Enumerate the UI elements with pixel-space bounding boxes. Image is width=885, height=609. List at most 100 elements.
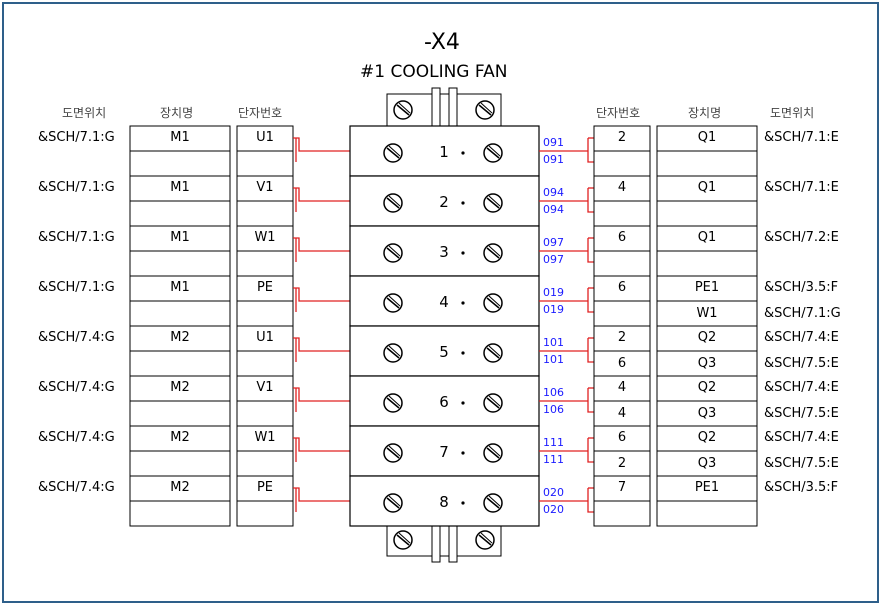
left-terminal-cell-empty bbox=[236, 200, 294, 227]
right-device-label: W1 bbox=[696, 306, 718, 321]
terminal-screw-left-slot2 bbox=[388, 345, 401, 357]
terminal-screw-right-slot bbox=[486, 147, 500, 159]
left-device-label: M1 bbox=[170, 280, 190, 295]
right-device-label: Q1 bbox=[697, 230, 717, 245]
left-device-cell bbox=[129, 375, 231, 402]
terminal-screw-right-slot bbox=[486, 247, 500, 259]
terminal-screw-right-slot2 bbox=[488, 345, 501, 357]
wire-number-top: 097 bbox=[543, 236, 564, 249]
left-wire bbox=[293, 237, 350, 252]
left-wire bbox=[293, 487, 350, 502]
wire-number-bottom: 106 bbox=[543, 403, 564, 416]
top-end-plate-screw-left-slot2 bbox=[398, 102, 411, 114]
right-terminal-label: 2 bbox=[617, 330, 627, 345]
left-terminal-cell bbox=[236, 425, 294, 452]
right-terminal-label: 6 bbox=[617, 280, 627, 295]
terminal-block bbox=[349, 225, 540, 277]
right-device-cell bbox=[656, 475, 758, 502]
right-device-label: Q1 bbox=[697, 180, 717, 195]
left-device-label: M2 bbox=[170, 480, 190, 495]
right-device-label: Q3 bbox=[697, 456, 717, 471]
left-wire bbox=[293, 187, 350, 202]
wire-number-bottom: 020 bbox=[543, 503, 564, 516]
left-device-label: M2 bbox=[170, 330, 190, 345]
terminal-block bbox=[349, 175, 540, 227]
terminal-number: 6 bbox=[439, 393, 449, 411]
left-terminal-label: PE bbox=[256, 280, 274, 295]
left-terminal-cell-empty bbox=[236, 150, 294, 177]
right-location-label: &SCH/7.5:E bbox=[764, 456, 839, 471]
left-device-label: M2 bbox=[170, 430, 190, 445]
bottom-end-plate-screw-right-slot bbox=[478, 534, 492, 546]
left-location-label: &SCH/7.1:G bbox=[38, 280, 115, 295]
right-terminal-cell-lower bbox=[593, 150, 651, 177]
top-end-plate-screw-right-slot2 bbox=[480, 102, 493, 114]
header-left-location: 도면위치 bbox=[62, 106, 107, 120]
left-device-cell bbox=[129, 325, 231, 352]
left-wire bbox=[293, 137, 350, 152]
right-location-label: &SCH/7.4:E bbox=[764, 380, 839, 395]
right-terminal-label: 6 bbox=[617, 356, 627, 371]
header-right-device: 장치명 bbox=[688, 106, 722, 120]
right-wire-bracket bbox=[587, 388, 594, 413]
right-terminal-label: 2 bbox=[617, 130, 627, 145]
right-location-label: &SCH/3.5:F bbox=[764, 280, 839, 295]
right-terminal-cell bbox=[593, 475, 651, 502]
right-device-label: Q2 bbox=[697, 430, 717, 445]
left-location-label: &SCH/7.4:G bbox=[38, 330, 115, 345]
terminal-block bbox=[349, 475, 540, 527]
right-terminal-cell-lower bbox=[593, 250, 651, 277]
right-location-label: &SCH/7.5:E bbox=[764, 356, 839, 371]
terminal-block bbox=[349, 325, 540, 377]
terminal-screw-right-slot bbox=[486, 347, 500, 359]
terminal-dot bbox=[461, 501, 465, 505]
right-terminal-label: 4 bbox=[617, 180, 627, 195]
header-right-location: 도면위치 bbox=[770, 106, 815, 120]
right-terminal-label: 4 bbox=[617, 380, 627, 395]
terminal-number: 8 bbox=[439, 493, 449, 511]
right-device-label: Q2 bbox=[697, 380, 717, 395]
right-terminal-cell-lower bbox=[593, 200, 651, 227]
terminal-number: 4 bbox=[439, 293, 449, 311]
left-terminal-label: V1 bbox=[256, 380, 274, 395]
terminal-screw-left-slot2 bbox=[388, 295, 401, 307]
left-device-cell-empty bbox=[129, 450, 231, 477]
left-terminal-label: PE bbox=[256, 480, 274, 495]
right-device-cell bbox=[656, 275, 758, 302]
left-device-cell-empty bbox=[129, 500, 231, 527]
wire-number-bottom: 091 bbox=[543, 153, 564, 166]
left-terminal-cell-empty bbox=[236, 350, 294, 377]
right-location-label: &SCH/7.1:G bbox=[764, 306, 841, 321]
right-device-cell bbox=[656, 125, 758, 152]
left-device-cell-empty bbox=[129, 250, 231, 277]
left-location-label: &SCH/7.1:G bbox=[38, 180, 115, 195]
left-location-label: &SCH/7.1:G bbox=[38, 230, 115, 245]
right-device-label: PE1 bbox=[694, 280, 720, 295]
right-device-label: Q2 bbox=[697, 330, 717, 345]
left-device-cell bbox=[129, 225, 231, 252]
bottom-end-plate-screw-left-slot bbox=[396, 534, 410, 546]
wire-number-top: 094 bbox=[543, 186, 564, 199]
right-location-label: &SCH/3.5:F bbox=[764, 480, 839, 495]
terminal-screw-left-slot2 bbox=[388, 495, 401, 507]
terminal-dot bbox=[461, 251, 465, 255]
left-device-cell-empty bbox=[129, 350, 231, 377]
header-right-terminal: 단자번호 bbox=[596, 106, 641, 120]
left-terminal-cell-empty bbox=[236, 450, 294, 477]
right-location-label: &SCH/7.4:E bbox=[764, 430, 839, 445]
right-location-label: &SCH/7.2:E bbox=[764, 230, 839, 245]
wire-number-top: 019 bbox=[543, 286, 564, 299]
right-terminal-cell-lower bbox=[593, 400, 651, 427]
left-terminal-cell-empty bbox=[236, 500, 294, 527]
terminal-screw-left-slot2 bbox=[388, 395, 401, 407]
left-device-cell-empty bbox=[129, 200, 231, 227]
terminal-number: 7 bbox=[439, 443, 449, 461]
right-terminal-cell bbox=[593, 125, 651, 152]
terminal-number: 1 bbox=[439, 143, 449, 161]
right-device-cell-lower bbox=[656, 400, 758, 427]
terminal-dot bbox=[461, 451, 465, 455]
terminal-screw-left-slot2 bbox=[388, 195, 401, 207]
right-terminal-label: 6 bbox=[617, 430, 627, 445]
terminal-screw-right-slot2 bbox=[488, 245, 501, 257]
